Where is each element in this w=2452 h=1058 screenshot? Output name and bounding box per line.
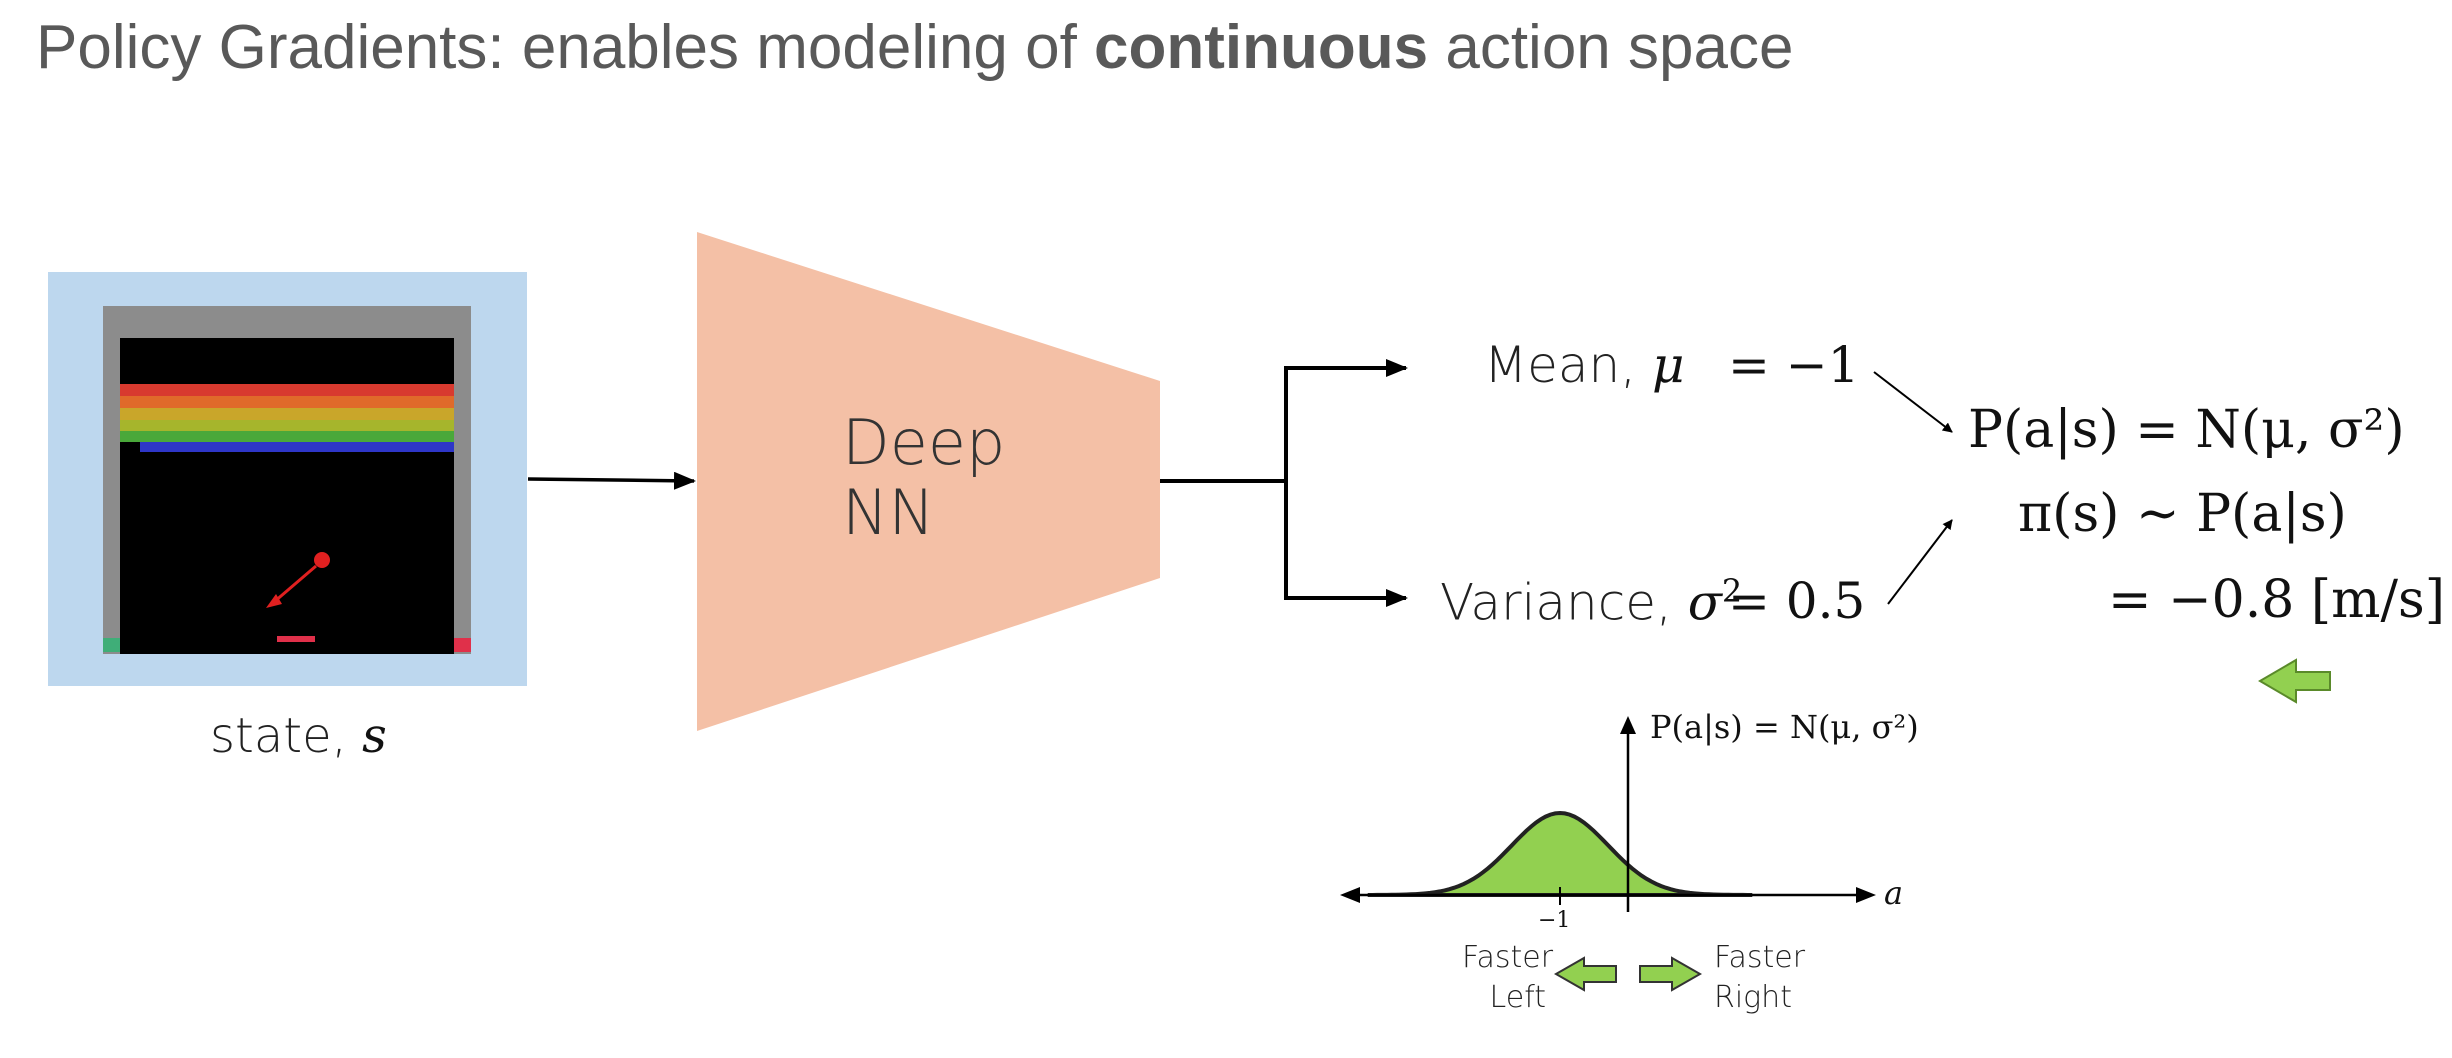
state-symbol: s bbox=[362, 708, 387, 764]
policy-distribution-equation: P(a|s) = N(μ, σ²) bbox=[1968, 400, 2405, 460]
network-label: Deep NN bbox=[842, 408, 1005, 548]
mean-symbol: μ bbox=[1652, 336, 1685, 394]
title-bold: continuous bbox=[1094, 13, 1429, 82]
mean-label: Mean, μ bbox=[1484, 336, 1685, 394]
deep-nn-block bbox=[697, 232, 1160, 731]
variance-value: = 0.5 bbox=[1728, 572, 1866, 630]
faster-left-arrow-icon bbox=[1553, 956, 1617, 992]
state-label-text: state, bbox=[210, 708, 363, 764]
variance-symbol: σ bbox=[1687, 573, 1722, 632]
mean-label-text: Mean, bbox=[1484, 336, 1653, 394]
title-prefix: Policy Gradients: enables modeling of bbox=[36, 13, 1095, 82]
faster-right-line2: Right bbox=[1714, 980, 1792, 1015]
gaussian-plot bbox=[1340, 716, 1876, 912]
state-image bbox=[48, 272, 527, 686]
network-label-line2: NN bbox=[842, 476, 935, 549]
faster-right-arrow-icon bbox=[1639, 956, 1703, 992]
state-label: state, s bbox=[210, 708, 387, 764]
faster-right-line1: Faster bbox=[1714, 940, 1806, 975]
title-suffix: action space bbox=[1428, 13, 1794, 82]
faster-left-line2: Left bbox=[1489, 980, 1546, 1015]
plot-x-label: a bbox=[1884, 874, 1904, 912]
output-branch bbox=[1160, 359, 1408, 607]
variance-label: Variance, σ2 bbox=[1440, 572, 1742, 632]
variance-to-policy-arrow bbox=[1887, 519, 1953, 605]
slide-title: Policy Gradients: enables modeling of co… bbox=[36, 12, 1793, 83]
network-label-line1: Deep bbox=[842, 406, 1006, 479]
state-to-network-arrow bbox=[527, 471, 696, 490]
plot-tick-label: −1 bbox=[1538, 908, 1571, 933]
plot-y-label: P(a|s) = N(μ, σ²) bbox=[1650, 708, 1919, 746]
sampled-action-value: = −0.8 [m/s] bbox=[2108, 570, 2445, 630]
variance-label-text: Variance, bbox=[1440, 573, 1688, 632]
mean-value: = −1 bbox=[1728, 336, 1860, 394]
sampled-action-left-arrow-icon bbox=[2258, 658, 2331, 704]
mean-to-policy-arrow bbox=[1873, 371, 1953, 433]
policy-sampling-equation: π(s) ~ P(a|s) bbox=[2018, 484, 2347, 544]
gaussian-curve bbox=[1367, 810, 1753, 897]
faster-right-label: Faster Right bbox=[1714, 938, 1805, 1018]
faster-left-line1: Faster bbox=[1462, 940, 1554, 975]
variance-exponent: 2 bbox=[1721, 572, 1743, 610]
faster-left-label: Faster Left bbox=[1462, 938, 1554, 1018]
